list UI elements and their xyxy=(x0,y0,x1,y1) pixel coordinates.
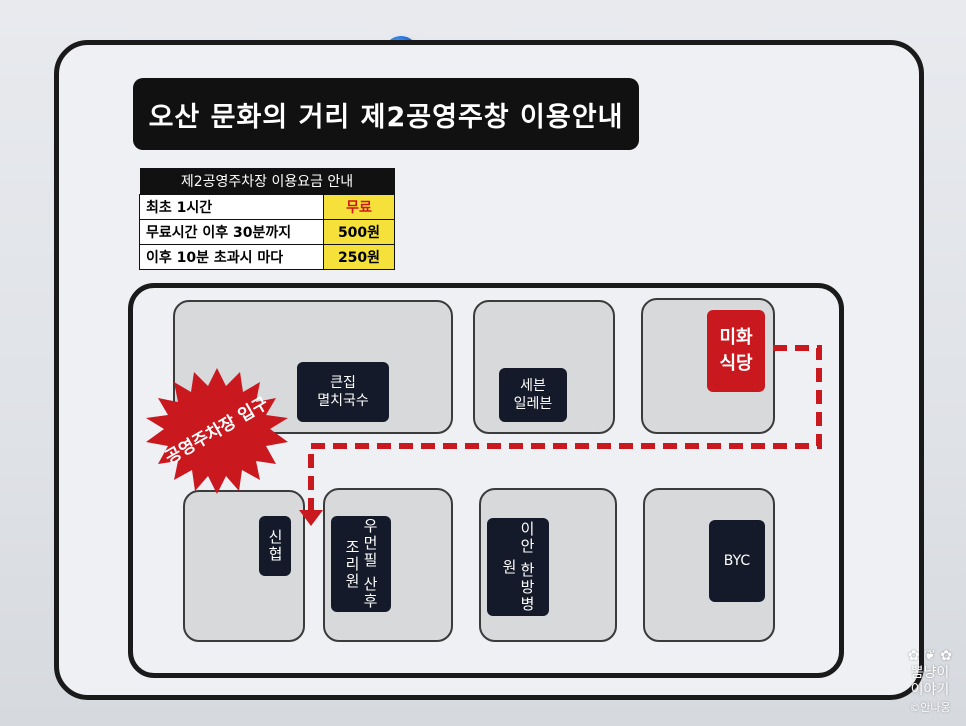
route-arrow-icon xyxy=(299,510,323,526)
fee-price: 250원 xyxy=(323,244,395,270)
route-path xyxy=(299,345,822,526)
fee-price: 500원 xyxy=(323,219,395,245)
fee-table: 제2공영주차장 이용요금 안내 최초 1시간 무료 무료시간 이후 30분까지 … xyxy=(139,168,395,270)
shop-byc: BYC xyxy=(709,520,765,602)
fee-row: 이후 10분 초과시 마다 250원 xyxy=(139,244,395,270)
entrance-burst: 공영주차장 입구 xyxy=(146,368,288,494)
watermark: ✿ ❦ ✿ 뽐냥이 이야기 ©안나웅 xyxy=(908,648,952,716)
shop-big-noodle: 큰집 멸치국수 xyxy=(297,362,389,422)
route-line xyxy=(308,345,822,516)
sign-title: 오산 문화의 거리 제2공영주창 이용안내 xyxy=(133,78,639,150)
watermark-ornament-icon: ✿ ❦ ✿ xyxy=(907,648,952,664)
shop-oriental-hospital: 이안 한방병원 xyxy=(487,518,549,616)
fee-row: 무료시간 이후 30분까지 500원 xyxy=(139,219,395,245)
watermark-line: 뽐냥이 xyxy=(910,665,950,681)
shop-postpartum-center: 우먼필 산후조리원 xyxy=(331,516,391,612)
fee-price: 무료 xyxy=(323,194,395,220)
shop-sinhyeop: 신협 xyxy=(259,516,291,576)
shop-seven-eleven: 세븐 일레븐 xyxy=(499,368,567,422)
burst-shape-icon xyxy=(146,368,288,494)
fee-label: 최초 1시간 xyxy=(139,194,324,220)
fee-label: 이후 10분 초과시 마다 xyxy=(139,244,324,270)
fee-row: 최초 1시간 무료 xyxy=(139,194,395,220)
shop-mihwa-restaurant: 미화 식당 xyxy=(707,310,765,392)
fee-label: 무료시간 이후 30분까지 xyxy=(139,219,324,245)
fee-table-header: 제2공영주차장 이용요금 안내 xyxy=(139,168,395,195)
watermark-credit: ©안나웅 xyxy=(909,701,951,714)
watermark-line: 이야기 xyxy=(910,682,950,698)
